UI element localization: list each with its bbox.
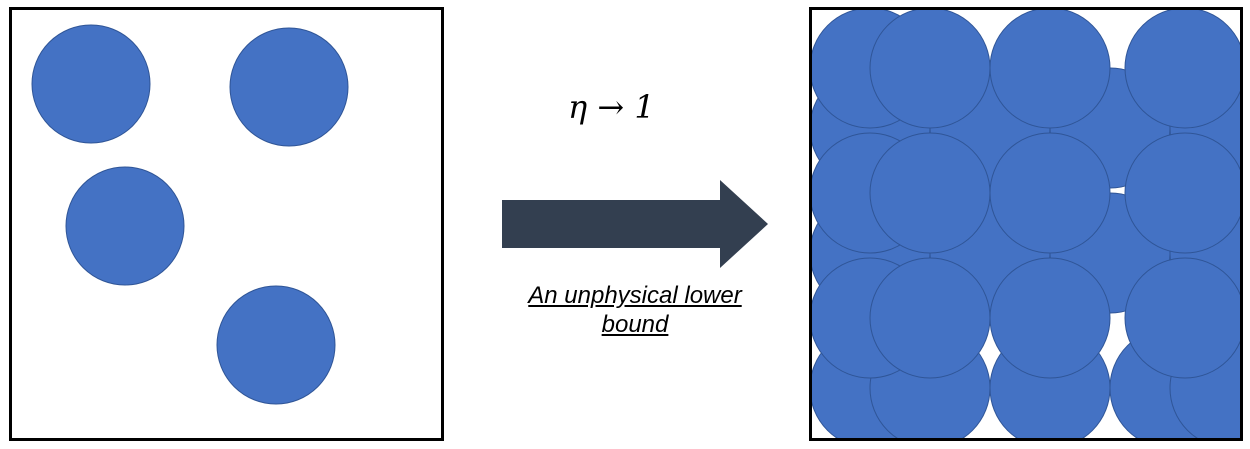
particle-circle bbox=[216, 285, 336, 405]
packed-particle-circle bbox=[1124, 132, 1240, 254]
packed-particle-circle bbox=[989, 10, 1111, 129]
particle-circle bbox=[31, 24, 151, 144]
caption: An unphysical lower bound bbox=[470, 281, 800, 339]
right-arrow-icon bbox=[502, 180, 768, 268]
particle-circle bbox=[229, 27, 349, 147]
particle-circle bbox=[65, 166, 185, 286]
caption-line-1: An unphysical lower bbox=[528, 282, 742, 309]
packed-particle-circle bbox=[1124, 257, 1240, 379]
packed-particle-circle bbox=[869, 257, 991, 379]
caption-line-2: bound bbox=[601, 311, 669, 338]
packed-particles-panel bbox=[809, 7, 1243, 441]
packed-particle-circle bbox=[989, 257, 1111, 379]
packed-particle-circle bbox=[1124, 10, 1240, 129]
packed-particle-circle bbox=[989, 132, 1111, 254]
sparse-particles-panel bbox=[9, 7, 444, 441]
sparse-particles-canvas bbox=[31, 24, 349, 405]
packed-particles-canvas bbox=[812, 10, 1240, 438]
packed-particle-circle bbox=[869, 10, 991, 129]
packed-particle-circle bbox=[869, 132, 991, 254]
transition-label: η → 1 bbox=[568, 88, 655, 126]
